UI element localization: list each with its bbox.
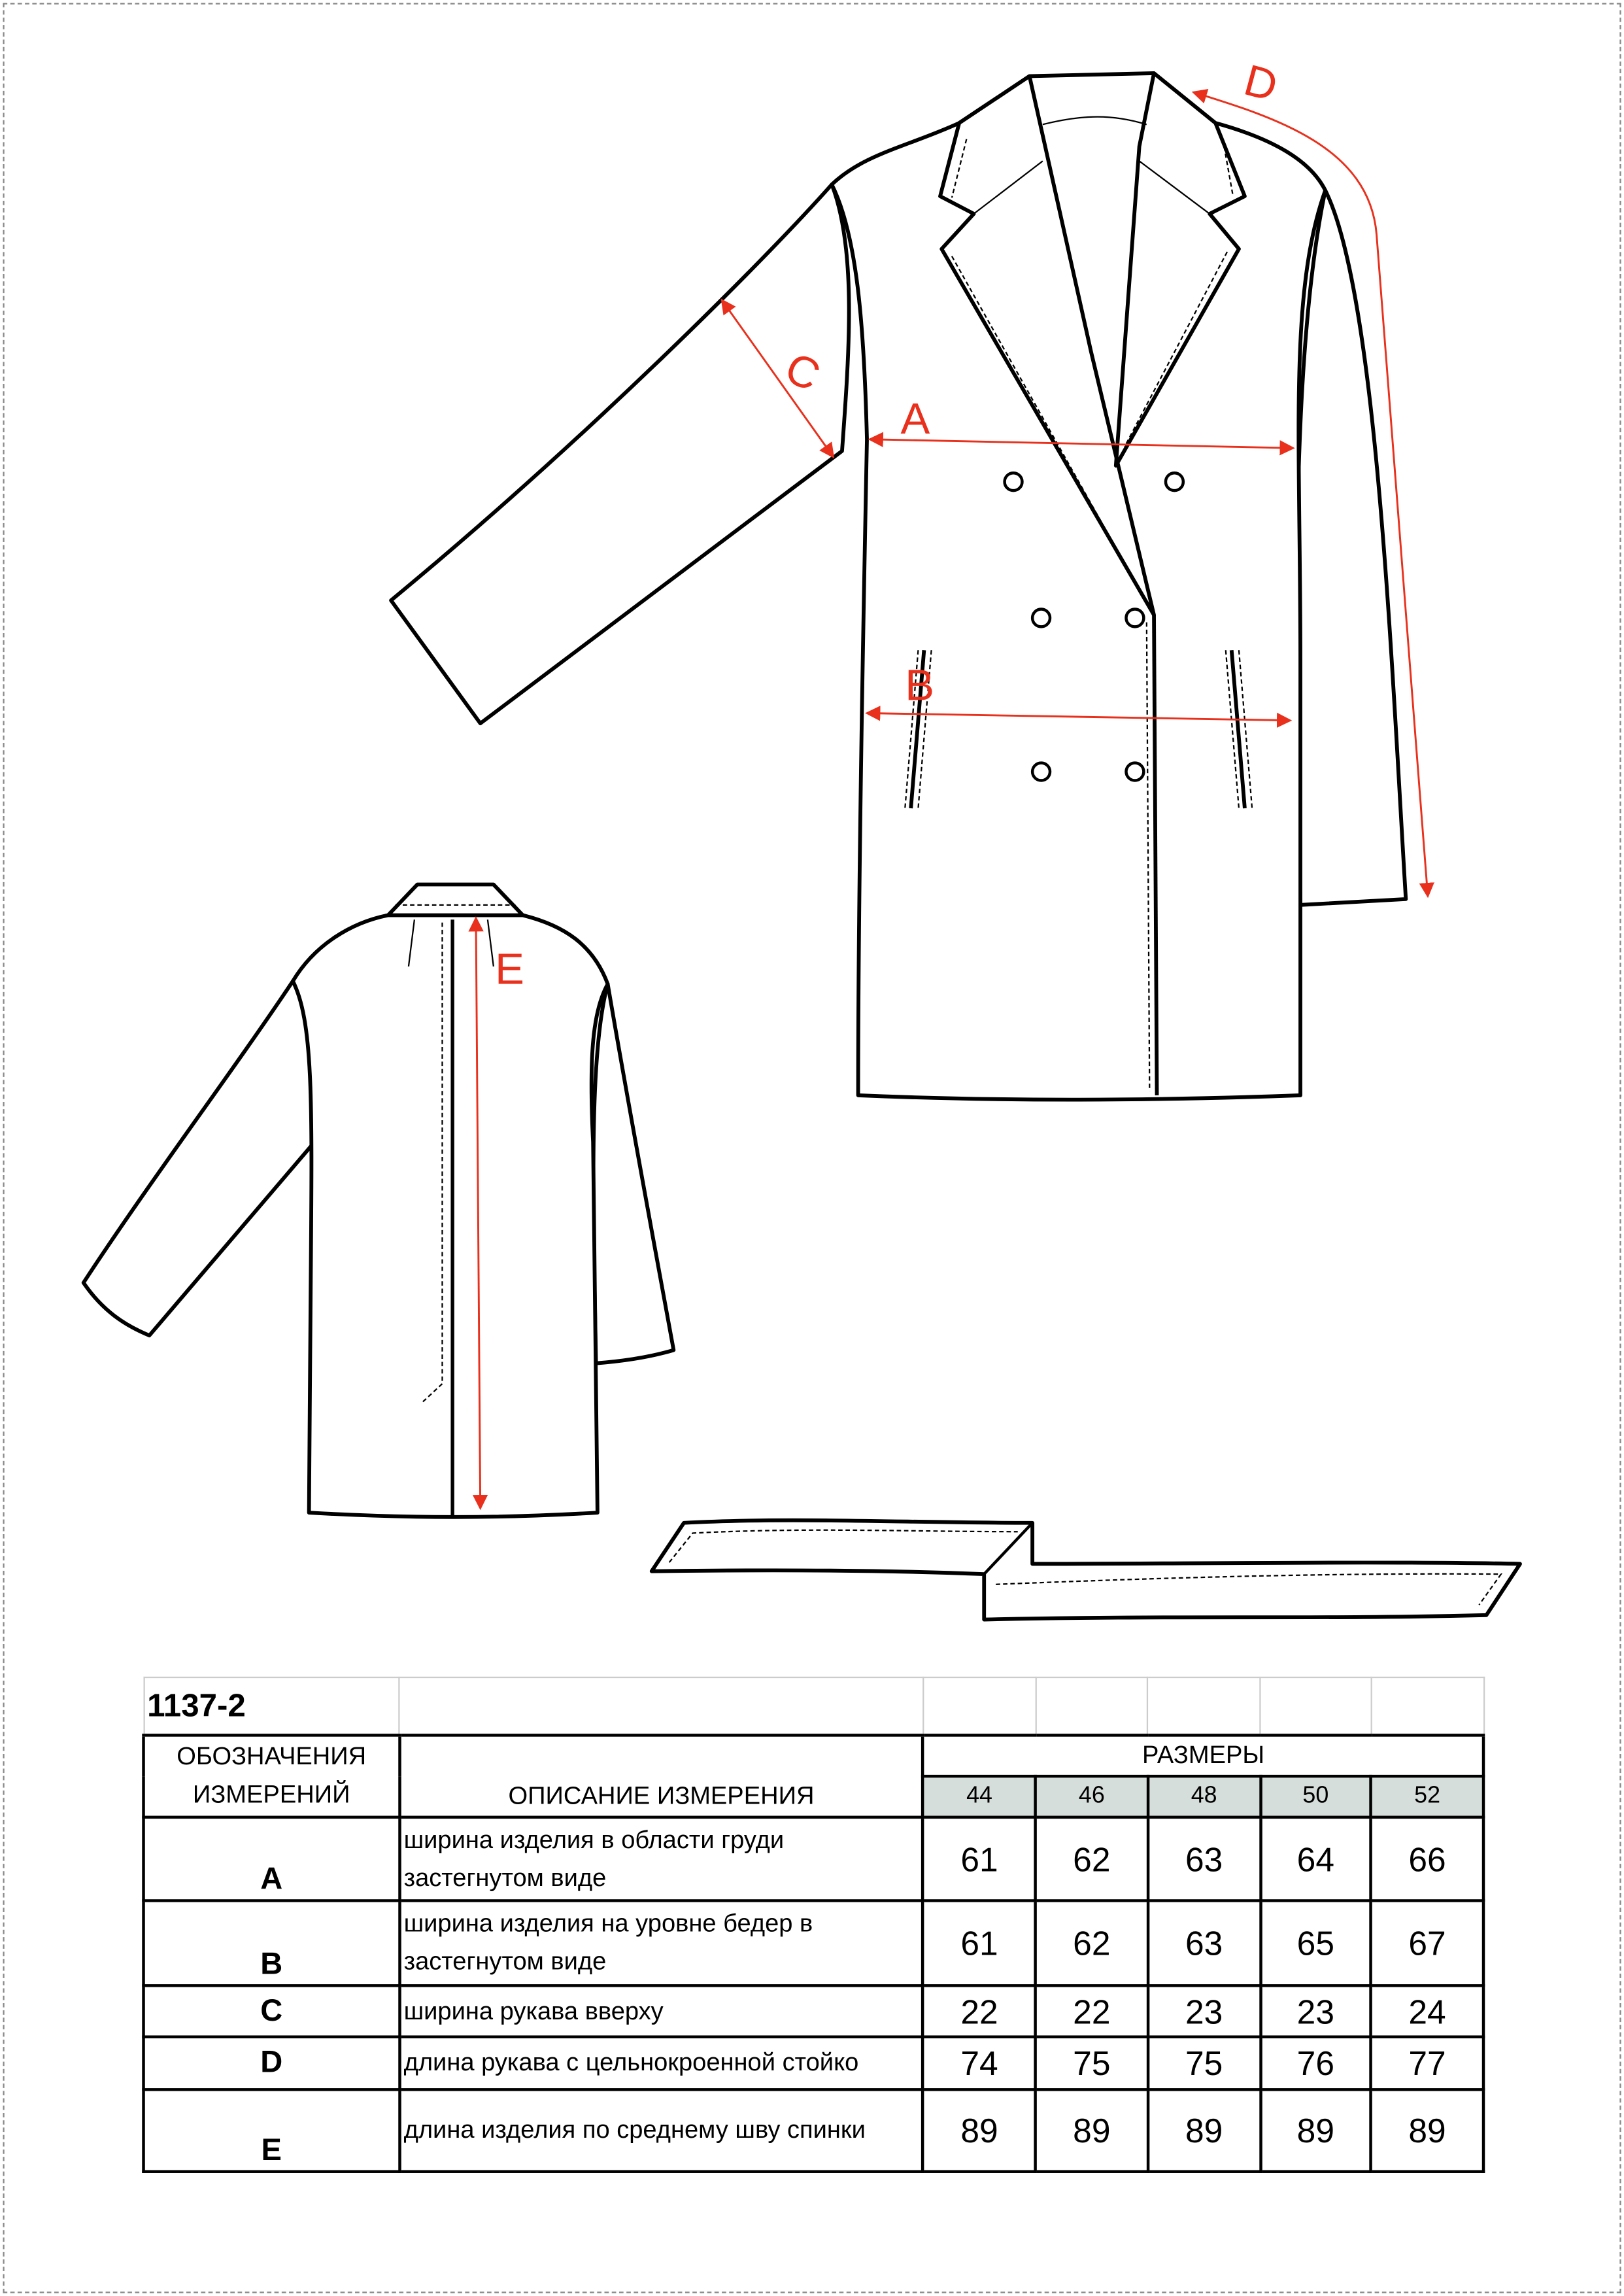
measure-line-d xyxy=(1191,88,1434,899)
size-44: 44 xyxy=(921,1774,1038,1819)
measure-line-e xyxy=(468,916,488,1511)
size-48: 48 xyxy=(1146,1774,1262,1819)
page-border xyxy=(3,3,1621,2293)
back-sleeve-right xyxy=(591,982,676,1365)
belt xyxy=(649,1518,1522,1622)
label-a: A xyxy=(901,394,930,443)
back-collar xyxy=(386,882,525,917)
label-d: D xyxy=(1239,56,1282,111)
size-52: 52 xyxy=(1369,1774,1485,1819)
table-row: E длина изделия по среднему шву спинки 8… xyxy=(142,2088,1485,2173)
size-50: 50 xyxy=(1259,1774,1373,1819)
table-row: C ширина рукава вверху 22 22 23 23 24 xyxy=(142,1984,1485,2038)
back-body xyxy=(291,913,610,1519)
table-row: D длина рукава с цельнокроенной стойко 7… xyxy=(142,2035,1485,2091)
front-sleeve-left xyxy=(389,182,851,726)
back-sleeve-left xyxy=(81,979,316,1338)
table-row: A ширина изделия в области груди застегн… xyxy=(142,1815,1485,1902)
measure-line-c xyxy=(720,298,835,459)
lapel-left xyxy=(938,74,1156,617)
back-view-coat xyxy=(81,882,676,1519)
label-e: E xyxy=(495,945,524,994)
pocket-left xyxy=(909,649,926,809)
center-front xyxy=(1152,615,1159,1095)
buttons xyxy=(1003,471,1185,782)
model-number: 1137-2 xyxy=(143,1676,401,1737)
front-sleeve-right xyxy=(1294,188,1408,907)
table-row: B ширина изделия на уровне бедер в засте… xyxy=(142,1899,1485,1987)
size-46: 46 xyxy=(1034,1774,1149,1819)
front-body xyxy=(830,71,1328,1102)
header-sizes: РАЗМЕРЫ xyxy=(921,1734,1485,1778)
placket-stitching xyxy=(1145,622,1151,1091)
garment-sketches: A B C D E xyxy=(81,56,1522,1622)
header-description: ОПИСАНИЕ ИЗМЕРЕНИЯ xyxy=(398,1734,925,1819)
label-b: B xyxy=(905,660,934,710)
